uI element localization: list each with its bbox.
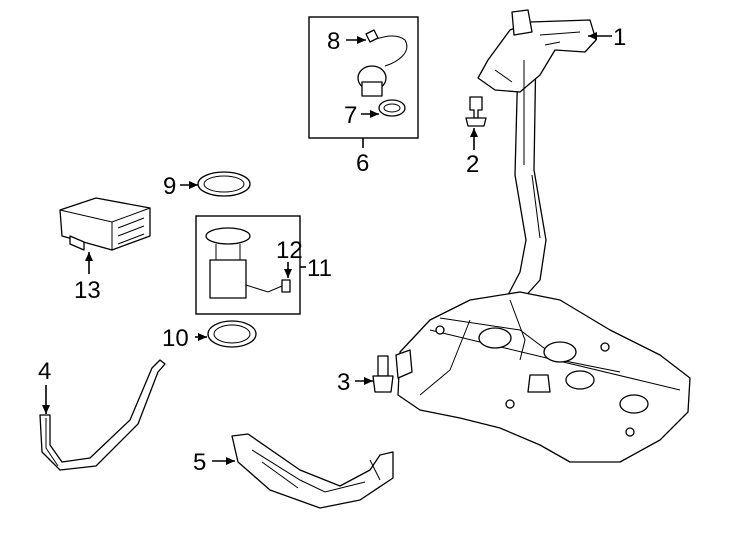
filler-neck-part	[477, 9, 597, 301]
callout-10: 10	[162, 325, 189, 352]
leader-lines	[42, 32, 612, 465]
callout-13: 13	[74, 277, 101, 304]
seal-part	[207, 320, 257, 348]
fuel-tank-part	[395, 291, 691, 463]
callout-5: 5	[193, 449, 206, 476]
fuel-pump-frame	[195, 215, 301, 315]
cap-assembly-group	[308, 16, 419, 139]
callout-labels: 1 2 3 4 5 6 7 8 9 10 11 12 13	[38, 24, 626, 476]
tank-strap-part	[39, 359, 166, 471]
lock-ring-part	[197, 171, 251, 197]
control-module-part	[59, 197, 151, 251]
bolt-3-part	[372, 355, 394, 393]
callout-8: 8	[327, 28, 340, 55]
callout-7: 7	[344, 102, 357, 129]
heat-shield-part	[231, 433, 394, 509]
callout-11: 11	[307, 255, 332, 282]
callout-4: 4	[38, 358, 51, 385]
callout-2: 2	[466, 151, 479, 178]
callout-12: 12	[276, 237, 303, 264]
callout-3: 3	[337, 369, 350, 396]
callout-1: 1	[613, 24, 626, 51]
bolt-2-part	[465, 96, 487, 127]
callout-6: 6	[356, 150, 369, 177]
fuel-pump-group	[195, 215, 301, 315]
callout-9: 9	[163, 173, 176, 200]
